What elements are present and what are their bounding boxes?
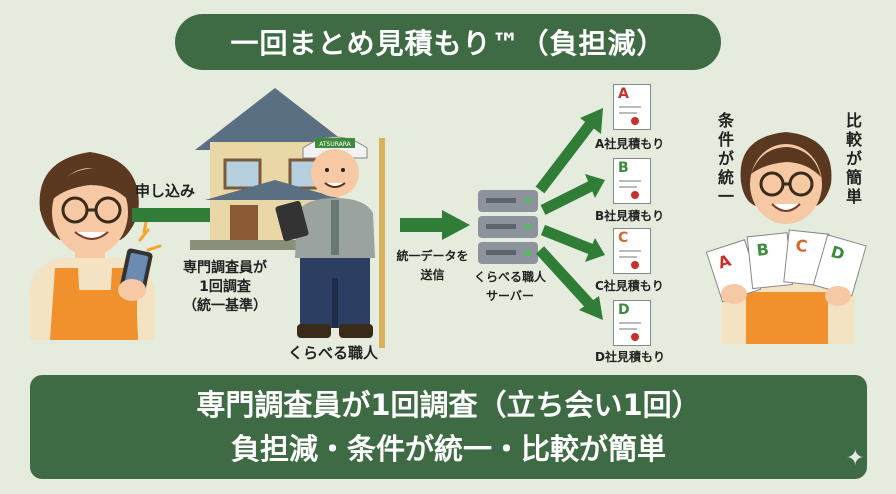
estimate-label: B社見積もり: [595, 209, 665, 223]
server-label-line1: くらべる職人: [473, 270, 546, 284]
estimate-letter: C: [618, 230, 629, 246]
send-label-line1: 統一データを: [396, 249, 469, 263]
apply-label: 申し込み: [135, 182, 196, 200]
estimate-label: C社見積もり: [595, 279, 664, 293]
estimate-letter: B: [618, 160, 629, 176]
conditions-unified-label: 条件が統一: [715, 112, 734, 207]
customer-woman-illustration: [30, 152, 162, 340]
summary-line-2: 負担減・条件が統一・比較が簡単: [230, 432, 666, 466]
inspector-illustration: ATSURARA: [275, 136, 385, 348]
estimate-label: D社見積もり: [595, 350, 665, 364]
server-label-line2: サーバー: [486, 289, 534, 303]
estimate-c: C C社見積もり: [595, 228, 685, 298]
summary-banner: 専門調査員が1回調査（立ち会い1回） 負担減・条件が統一・比較が簡単: [30, 375, 867, 479]
estimate-letter: D: [618, 302, 630, 318]
estimate-label: A社見積もり: [595, 137, 665, 151]
sparkle-icon: ✦: [846, 446, 865, 471]
estimate-a: A A社見積もり: [595, 84, 685, 154]
held-doc-letter-b: B: [756, 240, 770, 260]
inspector-desc-line2: 1回調査: [199, 279, 251, 295]
estimate-b: B B社見積もり: [595, 158, 685, 228]
distribution-arrows: [535, 108, 605, 320]
inspector-desc-line3: （統一基準）: [183, 298, 267, 314]
comparison-easy-label: 比較が簡単: [843, 112, 862, 207]
house-illustration: [190, 88, 360, 250]
send-arrow: [400, 210, 470, 240]
send-label: 統一データを 送信: [390, 247, 475, 285]
held-doc-letter-d: D: [829, 242, 847, 264]
held-doc-letter-c: C: [795, 236, 809, 256]
page-title: 一回まとめ見積もり™（負担減）: [230, 27, 666, 60]
title-banner: 一回まとめ見積もり™（負担減）: [175, 14, 721, 70]
summary-line-1: 専門調査員が1回調査（立ち会い1回）: [196, 388, 701, 422]
inspector-description: 専門調査員が 1回調査 （統一基準）: [170, 259, 280, 316]
send-label-line2: 送信: [420, 268, 445, 282]
estimate-d: D D社見積もり: [595, 300, 685, 370]
inspector-name: くらべる職人: [288, 344, 379, 362]
server-label: くらべる職人 サーバー: [465, 268, 555, 306]
inspector-desc-line1: 専門調査員が: [183, 260, 267, 276]
server-icon: [478, 190, 538, 264]
estimate-letter: A: [618, 86, 629, 102]
cap-logo-text: ATSURARA: [319, 141, 351, 148]
satisfied-woman-illustration: A B C D: [705, 132, 867, 344]
